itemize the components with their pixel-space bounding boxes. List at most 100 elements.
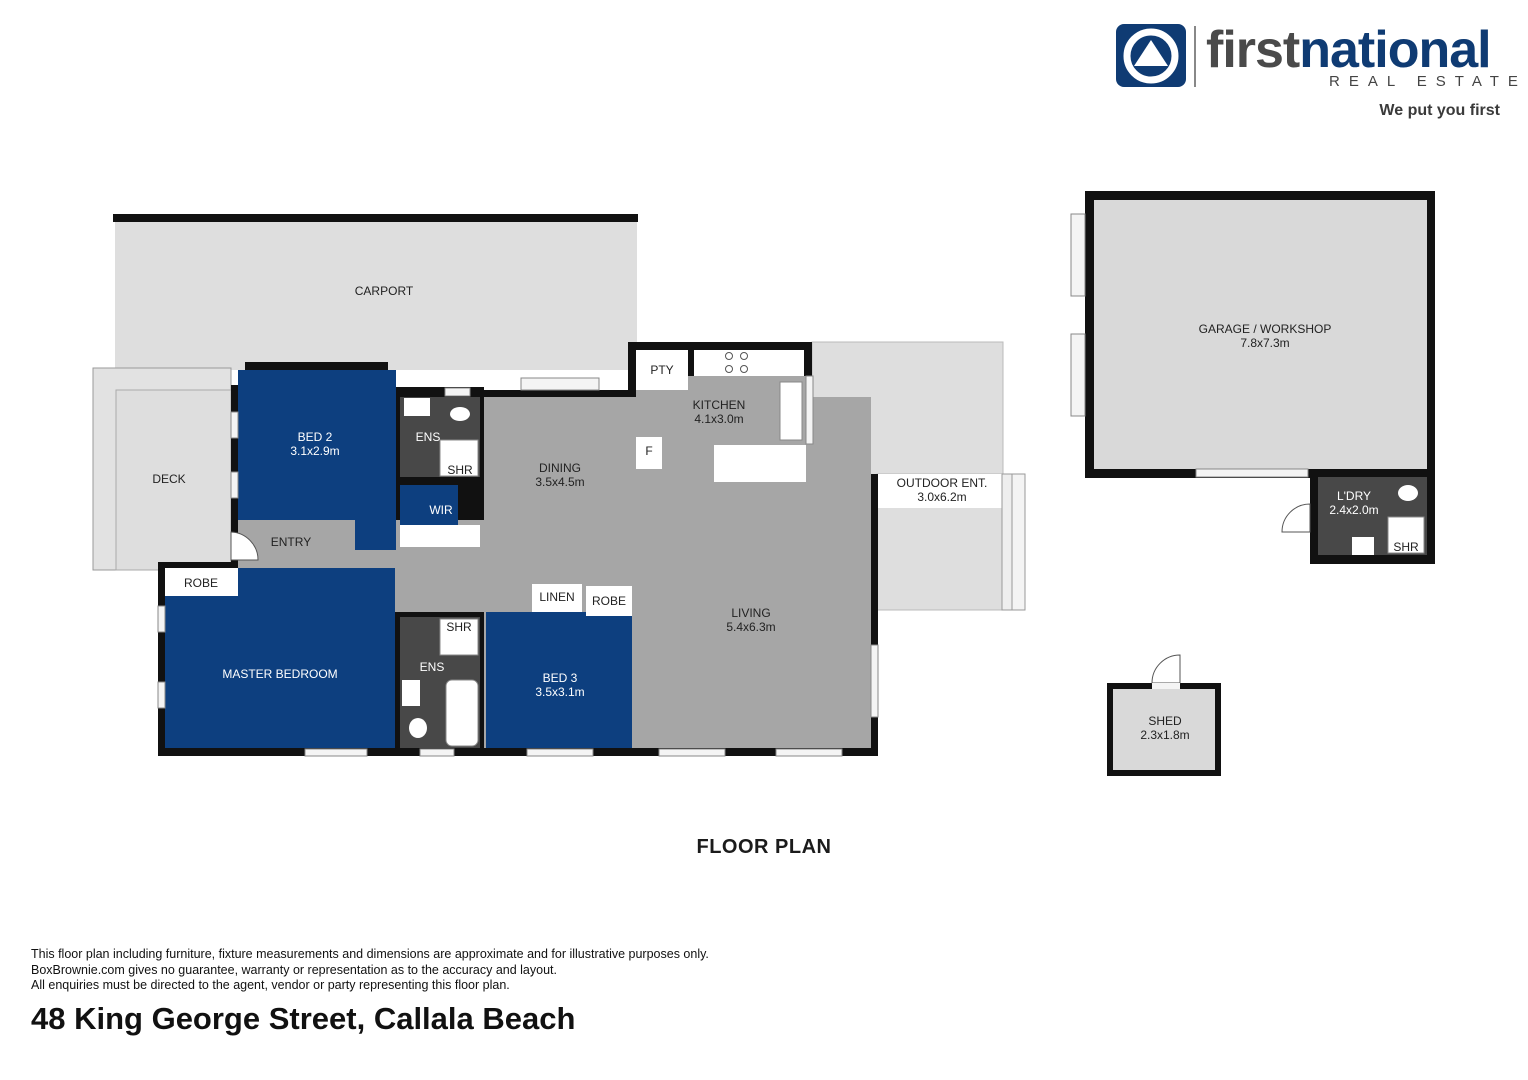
bath-box <box>445 679 479 747</box>
master-label: MASTER BEDROOM <box>222 667 337 681</box>
wir-label: WIR <box>429 503 453 517</box>
ens-bottom-label: ENS <box>420 660 445 674</box>
garage-window-2 <box>1070 333 1086 417</box>
laundry-toilet <box>1398 485 1418 501</box>
outdoor-ent-label-box <box>877 474 1002 508</box>
window-dining <box>520 377 600 391</box>
carport-label: CARPORT <box>355 284 414 298</box>
shed-floor <box>1113 689 1215 770</box>
bed2-floor <box>238 370 396 520</box>
linen-label: LINEN <box>539 590 574 604</box>
linen-box <box>532 584 582 612</box>
window-master-side-1 <box>157 605 166 633</box>
master-floor <box>165 568 395 748</box>
disclaimer-line: BoxBrownie.com gives no guarantee, warra… <box>31 962 557 977</box>
entry-door <box>230 531 259 561</box>
window-ens-top <box>444 387 471 397</box>
outdoor-label: OUTDOOR ENT. <box>897 476 988 490</box>
shr-top-label: SHR <box>447 463 473 477</box>
bed2-label: BED 2 <box>298 430 333 444</box>
bed2-dims: 3.1x2.9m <box>290 444 339 458</box>
window-bed3 <box>526 748 594 757</box>
vanity-bottom <box>402 680 420 706</box>
window-ens-bottom <box>419 748 455 757</box>
window-kitchen-side <box>805 375 814 445</box>
brand-tagline: We put you first <box>1379 102 1500 119</box>
hob-4 <box>740 365 748 373</box>
kitchen-bench <box>714 445 806 482</box>
living-label: LIVING <box>731 606 770 620</box>
entry-label: ENTRY <box>271 535 311 549</box>
wir-shelf <box>400 525 480 547</box>
wir-floor <box>400 485 458 525</box>
window-master-side-2 <box>157 681 166 709</box>
bed3-dims: 3.5x3.1m <box>535 685 584 699</box>
shr-bottom-label: SHR <box>446 620 472 634</box>
window-living-2 <box>775 748 843 757</box>
stove-box <box>694 350 804 376</box>
hob-3 <box>725 365 733 373</box>
shr-top-box <box>439 439 479 477</box>
kitchen-label: KITCHEN <box>693 398 746 412</box>
outdoor-dims: 3.0x6.2m <box>917 490 966 504</box>
garage-label: GARAGE / WORKSHOP <box>1199 322 1332 336</box>
shr-bottom-box <box>439 618 479 656</box>
pty-box <box>636 350 688 390</box>
garage-window-1 <box>1070 213 1086 297</box>
disclaimer-line: All enquiries must be directed to the ag… <box>31 978 510 992</box>
bed2-notch <box>355 520 396 550</box>
robe-bed3-label: ROBE <box>592 594 626 608</box>
shed-door <box>1151 654 1181 684</box>
pty-label: PTY <box>650 363 673 377</box>
ens-top-label: ENS <box>416 430 441 444</box>
brand-sub: REAL ESTATE <box>1329 73 1527 90</box>
vanity-top <box>404 398 430 416</box>
sink-kitchen <box>779 381 803 441</box>
laundry-door <box>1281 503 1311 533</box>
outdoor-ent-edge-outer <box>1011 473 1026 611</box>
fridge-label: F <box>645 444 652 458</box>
bed3-label: BED 3 <box>543 671 578 685</box>
window-master <box>304 748 368 757</box>
garage-dims: 7.8x7.3m <box>1240 336 1289 350</box>
robe-master-label: ROBE <box>184 576 218 590</box>
laundry-shr-box <box>1387 516 1425 554</box>
disclaimer-line: This floor plan including furniture, fix… <box>31 947 709 961</box>
first-national-logo-icon <box>1116 24 1196 87</box>
garage-floor <box>1094 200 1427 469</box>
property-address: 48 King George Street, Callala Beach <box>31 1001 576 1036</box>
deck-inner <box>115 389 232 571</box>
bed3-floor <box>486 612 632 748</box>
laundry-tub <box>1352 537 1374 555</box>
window-bed2-1 <box>230 411 239 439</box>
disclaimer: This floor plan including furniture, fix… <box>31 947 709 994</box>
fridge-box <box>636 437 662 469</box>
shed-door-gap <box>1152 683 1180 689</box>
brand-name-part1: first <box>1206 21 1300 79</box>
window-bed2-2 <box>230 471 239 499</box>
outdoor-ent-edge <box>1001 473 1013 611</box>
garage-door <box>1195 468 1309 478</box>
shed-label: SHED <box>1148 714 1182 728</box>
brand-name: firstnational <box>1206 20 1492 80</box>
living-dims: 5.4x6.3m <box>726 620 775 634</box>
toilet-bottom <box>409 718 427 738</box>
hob-2 <box>740 352 748 360</box>
deck-label: DECK <box>152 472 185 486</box>
shr-laundry-label: SHR <box>1393 540 1419 554</box>
dining-label: DINING <box>539 461 581 475</box>
window-living-side <box>870 644 879 718</box>
shed-dims: 2.3x1.8m <box>1140 728 1189 742</box>
kitchen-dims: 4.1x3.0m <box>694 412 743 426</box>
carport-area <box>115 222 637 370</box>
toilet-top <box>450 407 470 421</box>
hob-1 <box>725 352 733 360</box>
laundry-dims: 2.4x2.0m <box>1329 503 1378 517</box>
dining-dims: 3.5x4.5m <box>535 475 584 489</box>
laundry-label: L'DRY <box>1337 489 1371 503</box>
robe-master-box <box>165 568 238 596</box>
brand-name-part2: national <box>1299 21 1491 79</box>
carport-top-wall <box>113 214 638 222</box>
plan-title: FLOOR PLAN <box>696 836 832 858</box>
